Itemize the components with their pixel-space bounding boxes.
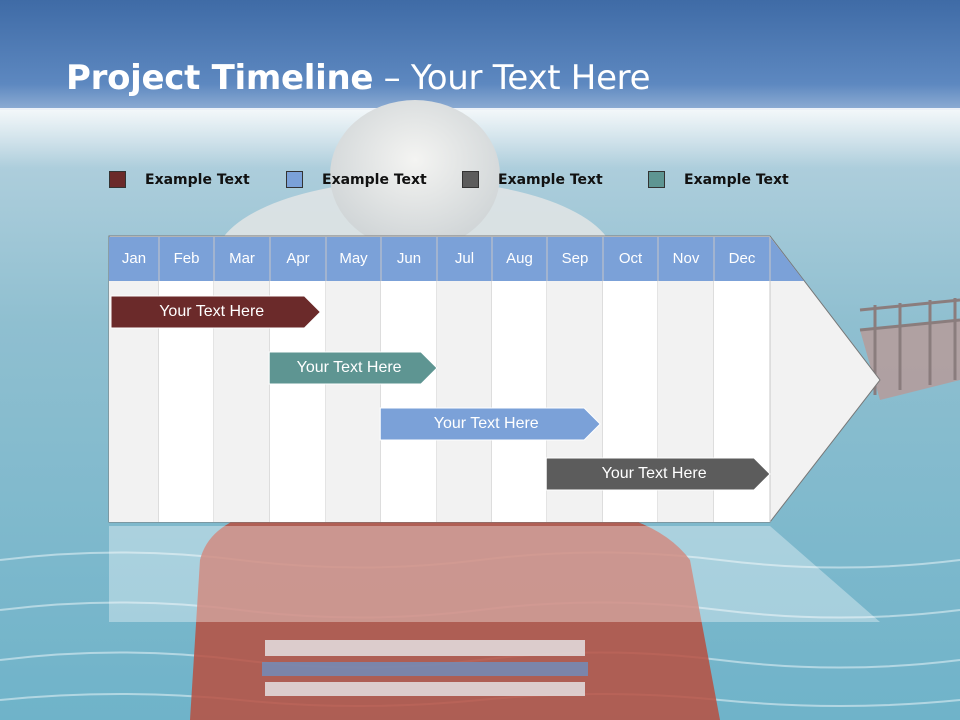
task-arrow-2 bbox=[268, 351, 438, 385]
task-arrow-1 bbox=[110, 295, 322, 329]
month-label-oct: Oct bbox=[618, 250, 643, 267]
timeline-reflection bbox=[109, 526, 880, 622]
task-label-3: Your Text Here bbox=[433, 415, 539, 432]
timeline-chart bbox=[108, 235, 881, 523]
timeline-column-jun bbox=[381, 281, 437, 522]
task-label-2: Your Text Here bbox=[296, 359, 402, 376]
task-label-1: Your Text Here bbox=[159, 303, 265, 320]
task-arrow-4 bbox=[545, 457, 771, 491]
month-label-feb: Feb bbox=[173, 250, 200, 267]
month-label-sep: Sep bbox=[561, 250, 589, 267]
month-label-jun: Jun bbox=[396, 250, 422, 267]
page-title: Project Timeline – Your Text Here bbox=[66, 58, 651, 98]
legend-label: Example Text bbox=[498, 172, 603, 188]
month-label-dec: Dec bbox=[728, 250, 756, 267]
legend-swatch bbox=[648, 171, 665, 188]
timeline-column-jul bbox=[437, 281, 492, 522]
legend-label: Example Text bbox=[145, 172, 250, 188]
month-label-may: May bbox=[339, 250, 368, 267]
month-label-nov: Nov bbox=[672, 250, 700, 267]
task-label-4: Your Text Here bbox=[601, 465, 707, 482]
legend-swatch bbox=[286, 171, 303, 188]
timeline-column-aug bbox=[492, 281, 547, 522]
month-label-apr: Apr bbox=[286, 250, 310, 267]
legend-swatch bbox=[109, 171, 126, 188]
month-label-jan: Jan bbox=[121, 250, 147, 267]
month-label-jul: Jul bbox=[454, 250, 475, 267]
title-rest: – Your Text Here bbox=[373, 58, 651, 98]
legend-swatch bbox=[462, 171, 479, 188]
month-label-aug: Aug bbox=[506, 250, 533, 267]
task-arrow-3 bbox=[379, 407, 601, 441]
title-bold: Project Timeline bbox=[66, 58, 374, 98]
month-label-mar: Mar bbox=[229, 250, 255, 267]
timeline-column-may bbox=[326, 281, 381, 522]
legend-label: Example Text bbox=[322, 172, 427, 188]
timeline-header-arrow bbox=[109, 237, 804, 281]
legend-label: Example Text bbox=[684, 172, 789, 188]
